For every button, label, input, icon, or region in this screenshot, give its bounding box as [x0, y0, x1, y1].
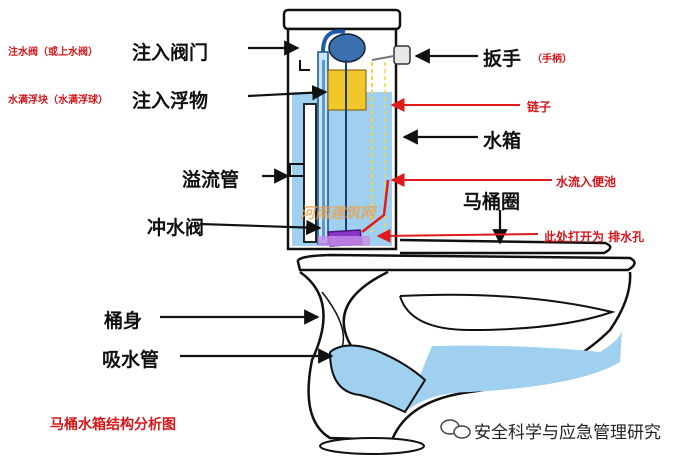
center-watermark: 河南建筑网: [300, 204, 376, 222]
fill-valve-label: 注入阀门: [132, 42, 209, 64]
bowl-label: 桶身: [104, 310, 143, 332]
toilet-seat: [296, 238, 636, 272]
overflow-label: 溢流管: [182, 169, 240, 191]
watermark-text: 安全科学与应急管理研究: [474, 423, 661, 443]
wechat-icon: [440, 419, 471, 439]
handle-note: （手柄）: [532, 54, 572, 65]
tank-label: 水箱: [483, 130, 522, 152]
drain-hole-label: 此处打开为 排水孔: [544, 230, 645, 244]
handle-label: 扳手: [483, 48, 522, 70]
toilet-bowl: [299, 270, 632, 455]
fill-valve-head: [328, 33, 366, 63]
siphon-label: 吸水管: [102, 349, 160, 371]
float-label: 注入浮物: [132, 90, 209, 112]
flush-valve-label: 冲水阀: [147, 217, 205, 239]
tank-lid: [282, 8, 402, 31]
flow-label: 水流入便池: [556, 175, 617, 189]
flow-path: [361, 179, 390, 233]
seat-label: 马桶圈: [463, 191, 521, 213]
chain-label: 链子: [527, 100, 552, 114]
float-note: 水满浮块（水满浮球）: [8, 95, 108, 106]
overflow-pipe: [289, 103, 317, 243]
handle: [371, 45, 411, 65]
red-callout-arrows: [376, 98, 552, 243]
callout-arrows: [160, 40, 508, 364]
diagram-title: 马桶水箱结构分析图: [50, 417, 176, 433]
fill-valve-note: 注水阀（或上水阀）: [8, 47, 98, 58]
